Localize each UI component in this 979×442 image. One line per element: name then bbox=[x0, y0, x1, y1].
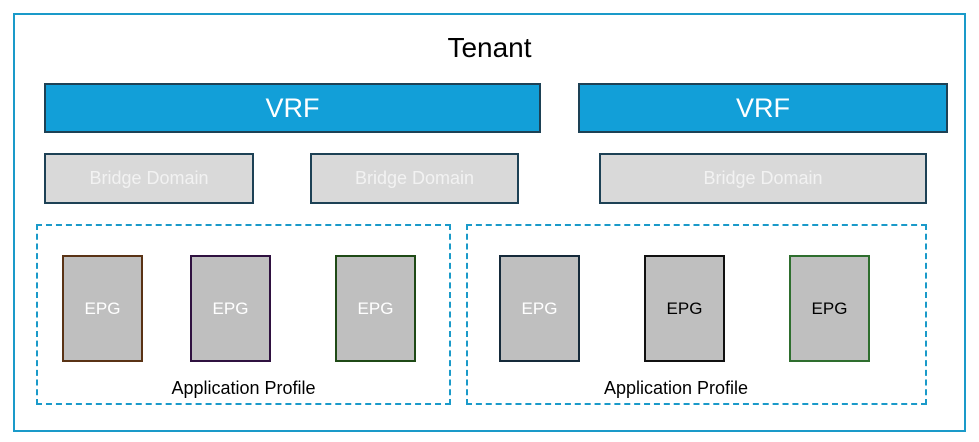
tenant-title: Tenant bbox=[447, 32, 532, 63]
epg-box: EPG bbox=[335, 255, 416, 362]
epg-box: EPG bbox=[644, 255, 725, 362]
vrf-box-2: VRF bbox=[578, 83, 948, 133]
application-profile-label-2: Application Profile bbox=[603, 378, 749, 398]
bridge-domain-1: Bridge Domain bbox=[44, 153, 254, 204]
epg-box: EPG bbox=[62, 255, 143, 362]
epg-box: EPG bbox=[190, 255, 271, 362]
application-profile-1 bbox=[36, 224, 451, 405]
bridge-domain-2: Bridge Domain bbox=[310, 153, 519, 204]
epg-box: EPG bbox=[789, 255, 870, 362]
epg-box: EPG bbox=[499, 255, 580, 362]
application-profile-2 bbox=[466, 224, 927, 405]
bridge-domain-3: Bridge Domain bbox=[599, 153, 927, 204]
vrf-box-1: VRF bbox=[44, 83, 541, 133]
application-profile-label-1: Application Profile bbox=[171, 378, 316, 398]
tenant-container bbox=[13, 13, 966, 432]
